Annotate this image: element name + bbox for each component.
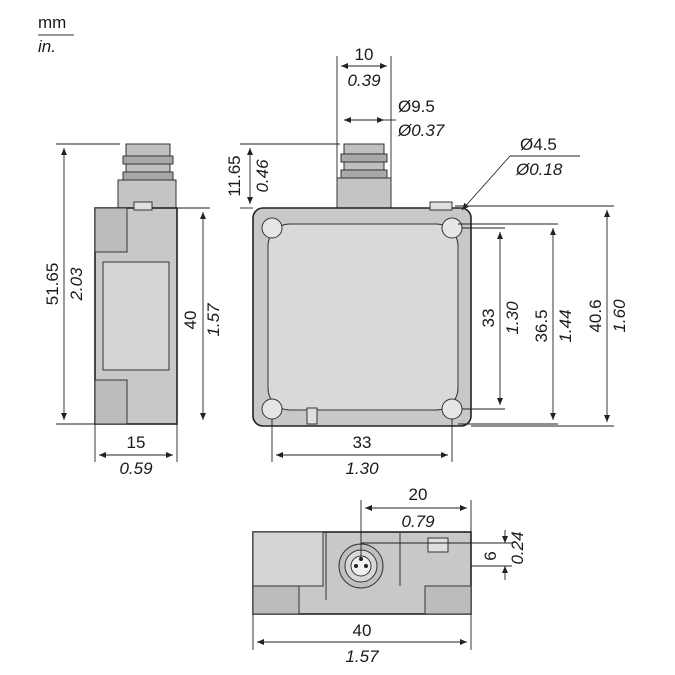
front-view (252, 143, 472, 427)
side-height-mm: 40 (181, 311, 200, 330)
dim-hole-dia: Ø4.5 Ø0.18 (461, 135, 580, 211)
dim-connector-width: 10 0.39 (336, 45, 392, 178)
dim-connector-dia: Ø9.5 Ø0.37 (344, 97, 445, 140)
offset-in: 0.79 (401, 512, 435, 531)
hole-v-in: 1.30 (503, 301, 522, 335)
conn-height-in: 0.46 (253, 159, 272, 193)
total-height-in: 2.03 (67, 267, 86, 302)
dim-hole-spacing-h: 33 1.30 (271, 419, 453, 478)
hole-h-mm: 33 (353, 433, 372, 452)
dim-height-40: 40.6 1.60 (455, 205, 629, 427)
h36-mm: 36.5 (532, 309, 551, 342)
dim-depth: 15 0.59 (94, 424, 178, 478)
side-height-in: 1.57 (204, 303, 223, 337)
pos-mm: 6 (481, 551, 500, 560)
unit-in: in. (38, 37, 56, 56)
unit-mm: mm (38, 13, 66, 32)
bottom-width-mm: 40 (353, 621, 372, 640)
hole-dia-mm: Ø4.5 (520, 135, 557, 154)
side-view (94, 143, 178, 425)
h40-in: 1.60 (610, 299, 629, 333)
pos-in: 0.24 (508, 531, 527, 564)
hole-h-in: 1.30 (345, 459, 379, 478)
dim-bottom-width: 40 1.57 (252, 614, 472, 666)
depth-mm: 15 (127, 433, 146, 452)
depth-in: 0.59 (119, 459, 153, 478)
bottom-width-in: 1.57 (345, 647, 379, 666)
conn-dia-mm: Ø9.5 (398, 97, 435, 116)
total-height-mm: 51.65 (43, 263, 62, 306)
dim-total-height: 51.65 2.03 (43, 143, 120, 425)
hole-dia-in: Ø0.18 (515, 160, 563, 179)
conn-width-mm: 10 (355, 45, 374, 64)
dim-connector-offset: 20 0.79 (360, 485, 472, 560)
hole-v-mm: 33 (479, 309, 498, 328)
h40-mm: 40.6 (586, 299, 605, 332)
units-legend: mm in. (38, 13, 74, 56)
offset-mm: 20 (409, 485, 428, 504)
conn-height-mm: 11.65 (225, 155, 244, 196)
dim-side-body-height: 40 1.57 (177, 207, 223, 420)
bottom-view (252, 531, 472, 615)
dim-connector-height: 11.65 0.46 (225, 143, 340, 209)
dim-height-36: 36.5 1.44 (458, 223, 575, 425)
dim-connector-pos: 6 0.24 (361, 530, 527, 580)
dim-hole-spacing-v: 33 1.30 (462, 227, 522, 410)
conn-width-in: 0.39 (347, 71, 381, 90)
conn-dia-in: Ø0.37 (397, 121, 445, 140)
h36-in: 1.44 (556, 309, 575, 342)
